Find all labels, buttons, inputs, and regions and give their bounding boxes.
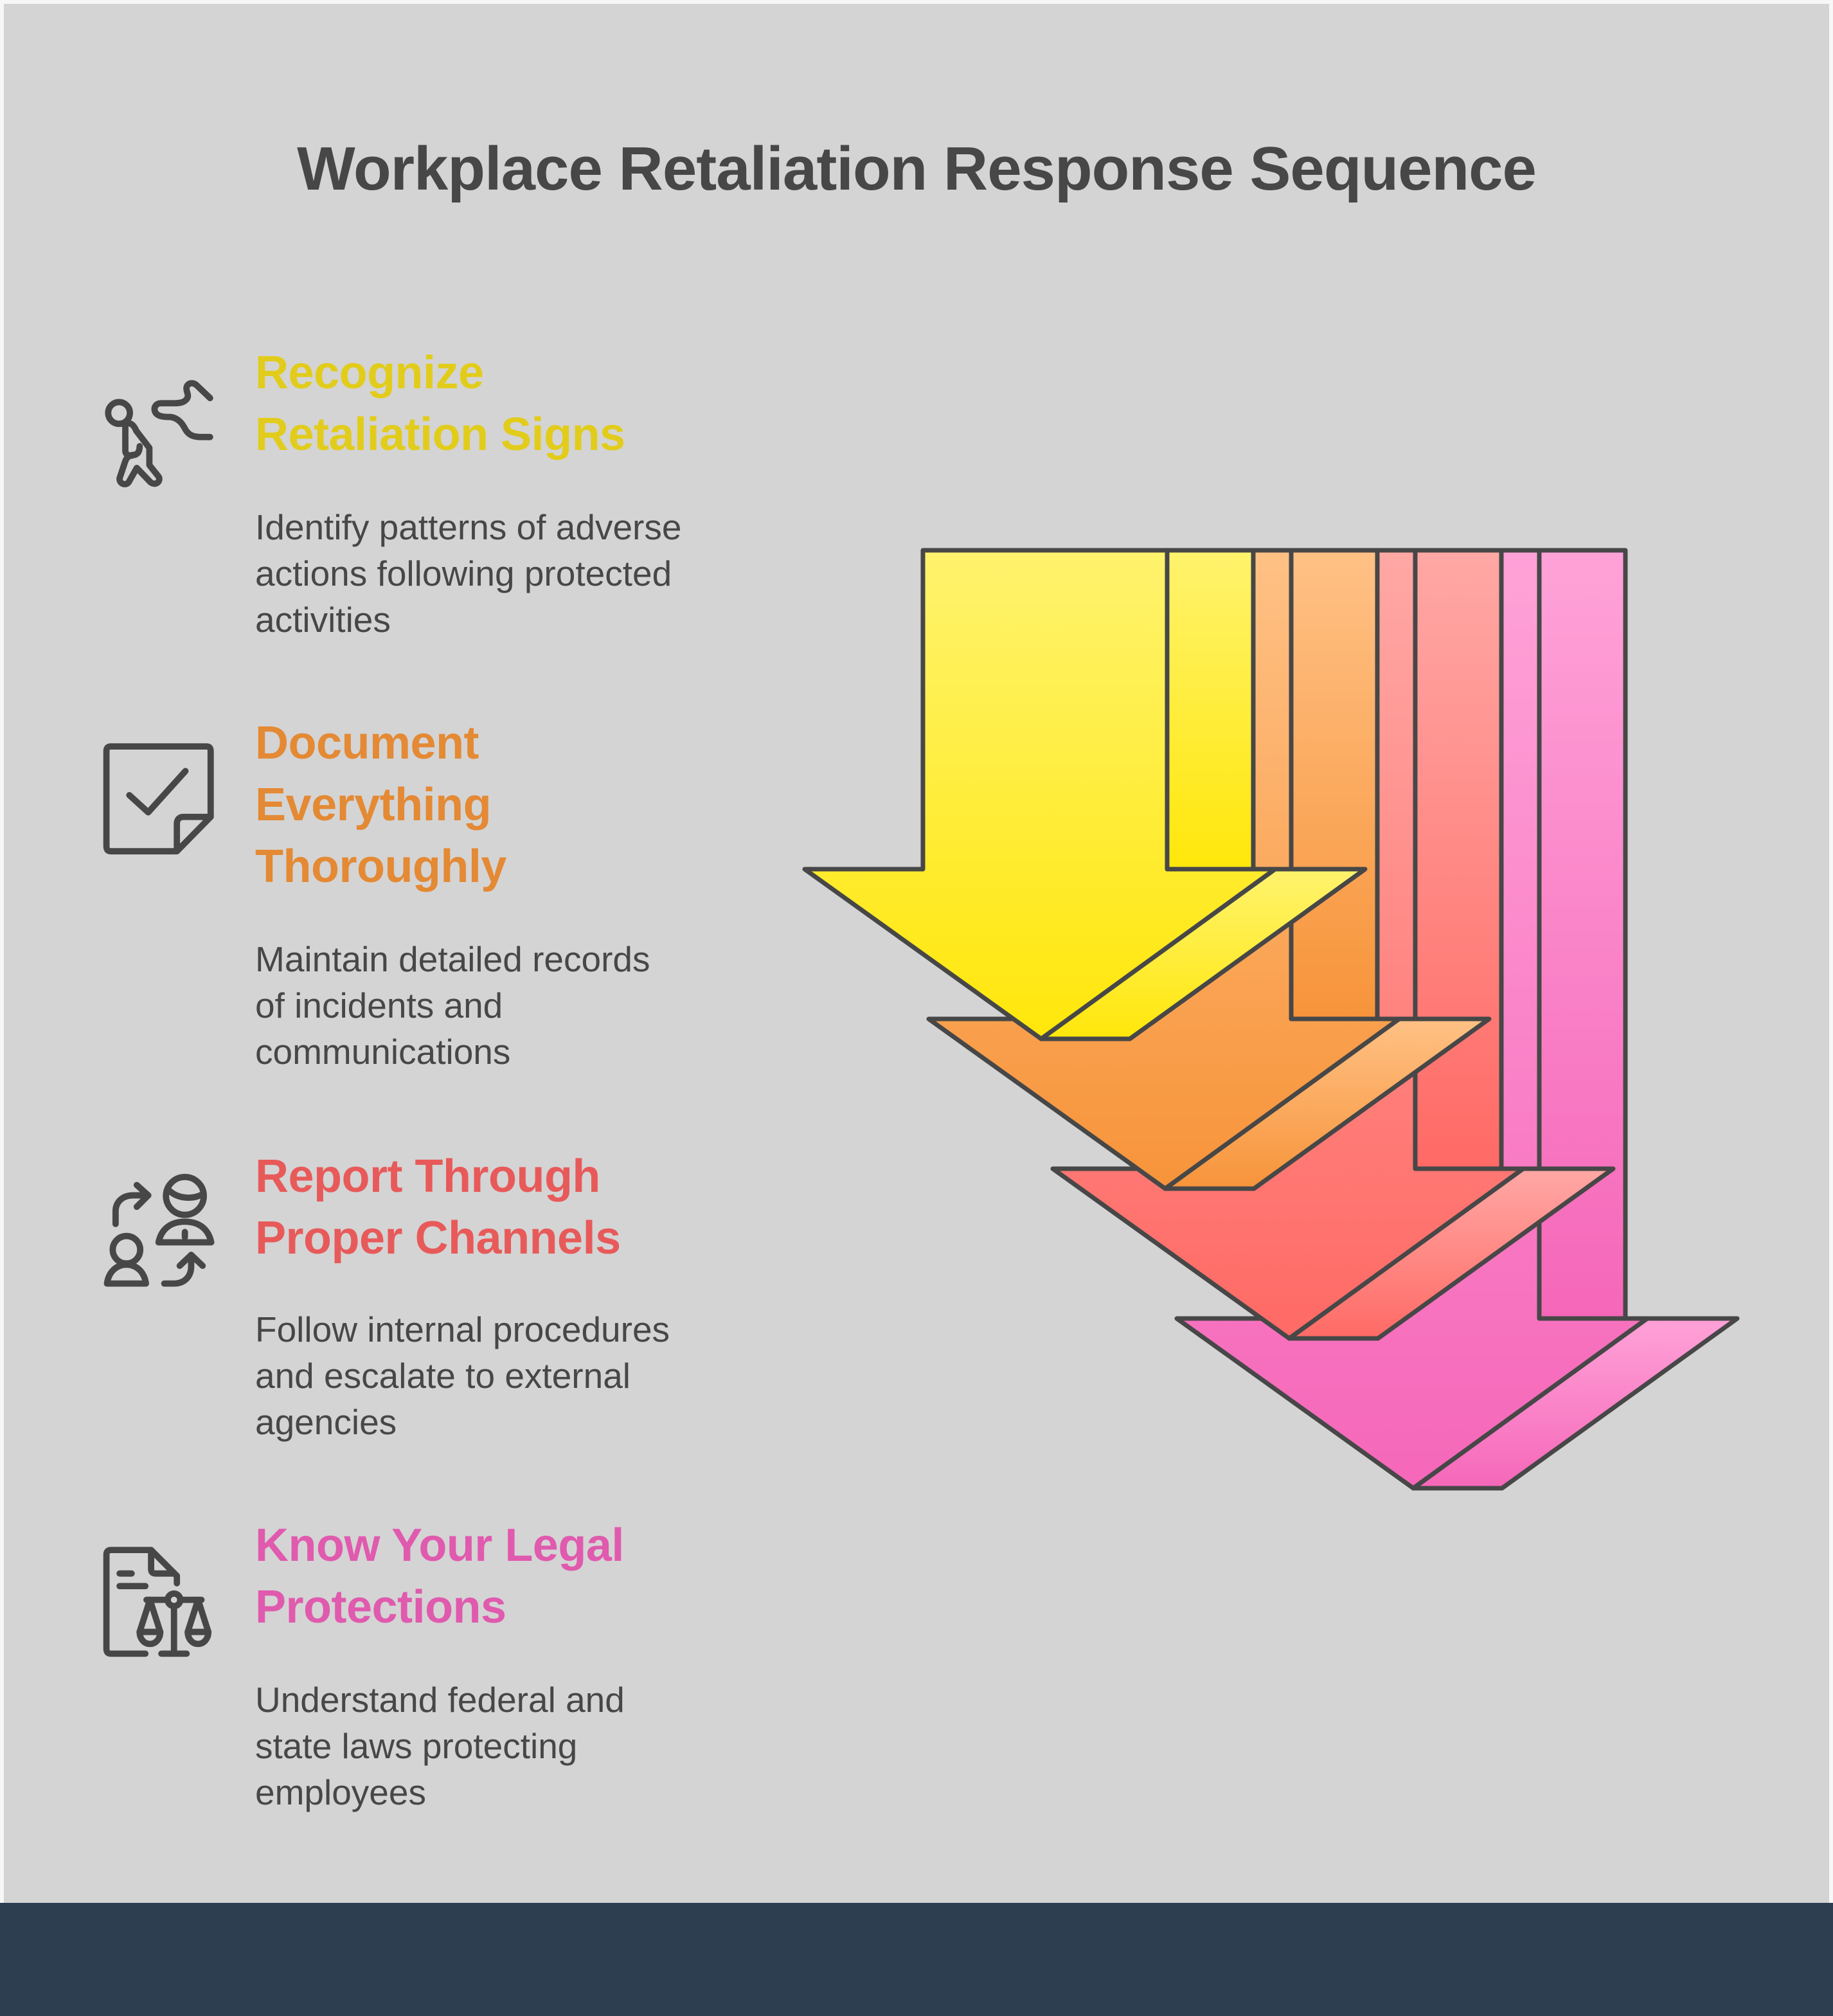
arrow-head-side [1039, 867, 1368, 1041]
step-heading: Recognize Retaliation Signs [255, 342, 782, 465]
heading-line: Protections [255, 1581, 506, 1633]
step-description: Maintain detailed records of incidents a… [255, 936, 769, 1075]
escalation-people-icon [94, 1171, 220, 1297]
description-line: actions following protected [255, 554, 672, 593]
description-line: agencies [255, 1402, 397, 1442]
legal-scales-document-icon [94, 1540, 220, 1666]
heading-line: Everything [255, 779, 492, 831]
heading-line: Recognize [255, 347, 484, 399]
page-title: Workplace Retaliation Response Sequence [297, 134, 1537, 203]
arrow-recognize [802, 548, 1368, 1041]
step-description: Identify patterns of adverse actions fol… [255, 504, 769, 643]
description-line: and escalate to external [255, 1356, 630, 1396]
arrow-shaft-side [1413, 548, 1504, 1171]
step-heading: Know Your Legal Protections [255, 1515, 782, 1638]
description-line: Understand federal and [255, 1680, 625, 1720]
description-line: state laws protecting [255, 1726, 578, 1766]
step-heading: Report Through Proper Channels [255, 1146, 782, 1269]
heading-line: Retaliation Signs [255, 409, 625, 460]
checked-document-icon [94, 737, 220, 863]
person-walking-away-icon [94, 368, 220, 494]
footer-band [0, 1903, 1833, 2016]
arrow-head-side [1163, 1016, 1492, 1191]
step-description: Follow internal procedures and escalate … [255, 1306, 769, 1445]
heading-line: Thoroughly [255, 841, 506, 892]
description-line: of incidents and [255, 986, 503, 1025]
description-line: communications [255, 1032, 511, 1072]
arrow-head-side [1411, 1316, 1740, 1491]
heading-line: Proper Channels [255, 1212, 621, 1264]
heading-line: Document [255, 717, 479, 769]
arrow-shaft-side [1289, 548, 1380, 1022]
description-line: activities [255, 600, 391, 640]
description-line: Follow internal procedures [255, 1310, 670, 1349]
description-line: Identify patterns of adverse [255, 507, 682, 547]
description-line: Maintain detailed records [255, 939, 650, 979]
heading-line: Report Through [255, 1151, 600, 1202]
arrow-shaft-side [1165, 548, 1256, 872]
step-heading: Document Everything Thoroughly [255, 712, 782, 897]
step-description: Understand federal and state laws protec… [255, 1677, 769, 1815]
description-line: employees [255, 1772, 426, 1812]
arrow-head-side [1287, 1166, 1616, 1341]
heading-line: Know Your Legal [255, 1520, 624, 1571]
